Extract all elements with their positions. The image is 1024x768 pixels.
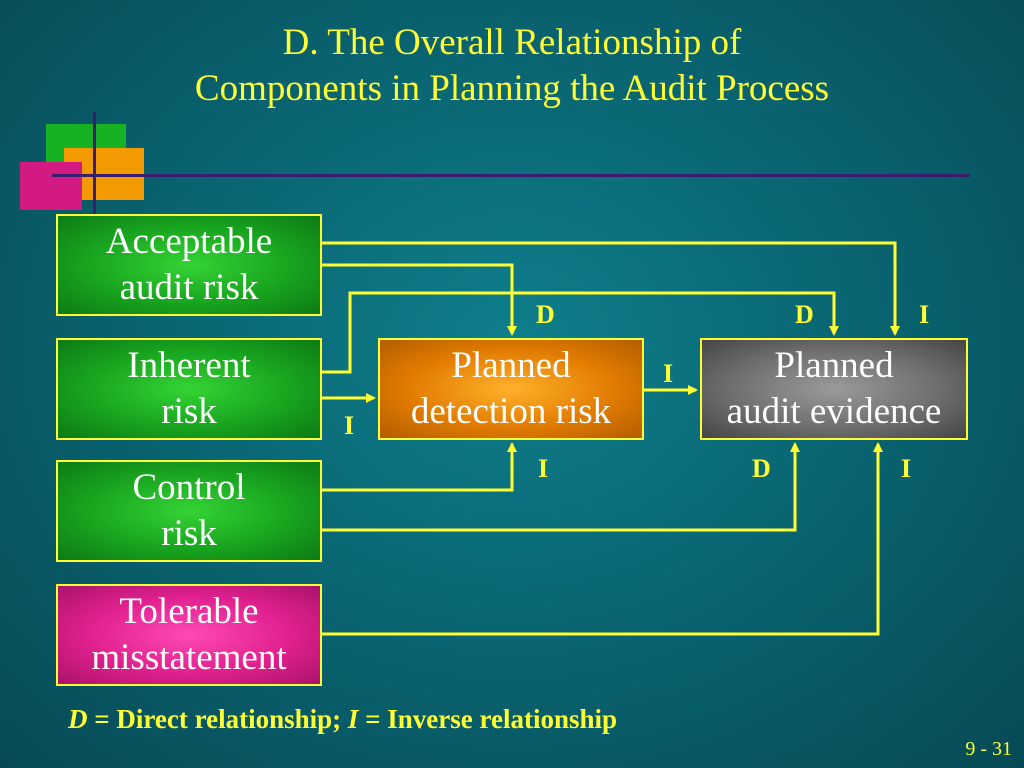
label-aar-to-pae: I xyxy=(919,300,930,329)
arrow-aar-to-pae xyxy=(322,241,900,336)
legend: D = Direct relationship; I = Inverse rel… xyxy=(68,704,617,735)
arrow-cr-to-pae xyxy=(322,442,800,532)
label-tm-to-pae: I xyxy=(901,454,912,483)
box-line: Control xyxy=(132,467,246,508)
box-control-risk: Control risk xyxy=(56,460,322,562)
slide-title: D. The Overall Relationship of Component… xyxy=(0,20,1024,112)
arrow-aar-to-pdr xyxy=(322,263,517,336)
label-cr-to-pae: D xyxy=(752,454,771,483)
box-tolerable-misstatement: Tolerable misstatement xyxy=(56,584,322,686)
label-cr-to-pdr: I xyxy=(538,454,549,483)
box-planned-audit-evidence: Planned audit evidence xyxy=(700,338,968,440)
label-aar-to-pdr: D xyxy=(536,300,555,329)
box-line: Inherent xyxy=(127,345,251,386)
legend-d-letter: D xyxy=(68,704,88,734)
label-ir-to-pdr: I xyxy=(344,411,355,440)
legend-i-text: = Inverse relationship xyxy=(358,704,618,734)
box-inherent-risk: Inherent risk xyxy=(56,338,322,440)
box-acceptable-audit-risk: Acceptable audit risk xyxy=(56,214,322,316)
box-line: Planned xyxy=(451,345,571,386)
box-line: detection risk xyxy=(410,391,612,432)
label-ir-to-pae: D xyxy=(795,300,814,329)
box-line: misstatement xyxy=(91,637,287,678)
arrow-tm-to-pae xyxy=(322,442,883,636)
box-line: audit risk xyxy=(119,267,259,308)
decor-vertical-rule xyxy=(93,112,96,214)
box-line: Tolerable xyxy=(119,591,259,632)
box-line: Acceptable xyxy=(105,221,273,262)
box-line: Planned xyxy=(774,345,894,386)
box-line: audit evidence xyxy=(726,391,942,432)
title-line-2: Components in Planning the Audit Process xyxy=(194,68,830,109)
title-line-1: D. The Overall Relationship of xyxy=(282,22,742,63)
box-line: risk xyxy=(161,513,217,554)
decor-pink-square xyxy=(20,162,82,210)
arrow-ir-to-pae xyxy=(322,291,839,374)
legend-i-letter: I xyxy=(347,704,359,734)
legend-d-text: = Direct relationship; xyxy=(87,704,348,734)
arrow-cr-to-pdr xyxy=(322,442,517,492)
box-line: risk xyxy=(161,391,217,432)
page-number: 9 - 31 xyxy=(965,738,1012,760)
box-planned-detection-risk: Planned detection risk xyxy=(378,338,644,440)
label-pdr-to-pae: I xyxy=(663,359,674,388)
decor-horizontal-rule xyxy=(52,174,970,177)
